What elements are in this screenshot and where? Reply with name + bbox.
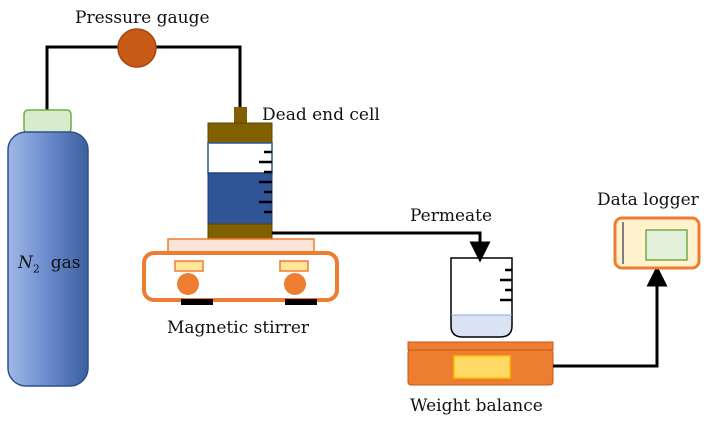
label-data-logger: Data logger (597, 190, 699, 210)
gas-cylinder-icon (7, 131, 89, 387)
balance-top-plate (407, 341, 554, 351)
cell-scale-marks (259, 150, 272, 214)
balance-display (453, 355, 511, 379)
label-dead-end-cell: Dead end cell (262, 105, 380, 125)
data-logger-screen (645, 229, 688, 261)
cell-inlet-port (234, 107, 247, 124)
label-pressure-gauge: Pressure gauge (75, 8, 210, 28)
stirrer-foot-left (181, 299, 213, 305)
signal-line (553, 265, 668, 368)
beaker-scale-marks (500, 268, 512, 302)
label-magnetic-stirrer: Magnetic stirrer (167, 318, 310, 338)
cell-top-cap (207, 122, 273, 144)
label-weight-balance: Weight balance (410, 396, 543, 416)
cell-headspace (207, 142, 273, 174)
gas-line (45, 45, 242, 110)
permeate-line (272, 231, 491, 263)
cell-liquid (207, 172, 273, 225)
stirrer-foot-right (285, 299, 317, 305)
beaker-liquid (451, 315, 512, 337)
stirrer-base-icon (142, 251, 339, 302)
stirrer-knob-left (174, 260, 204, 272)
gas-cylinder-valve (23, 109, 72, 134)
gas-subscript: 2 (32, 262, 40, 276)
beaker-icon (450, 257, 513, 338)
stirrer-dial-right (284, 273, 306, 295)
pressure-gauge-icon (117, 28, 157, 68)
label-permeate: Permeate (410, 206, 493, 226)
label-n2-gas: N2 gas (18, 253, 81, 276)
stirrer-dial-left (177, 273, 199, 295)
gas-word: gas (50, 253, 81, 273)
stirrer-knob-right (279, 260, 309, 272)
stirrer-top-plate (167, 238, 315, 253)
gas-symbol: N (18, 253, 33, 273)
